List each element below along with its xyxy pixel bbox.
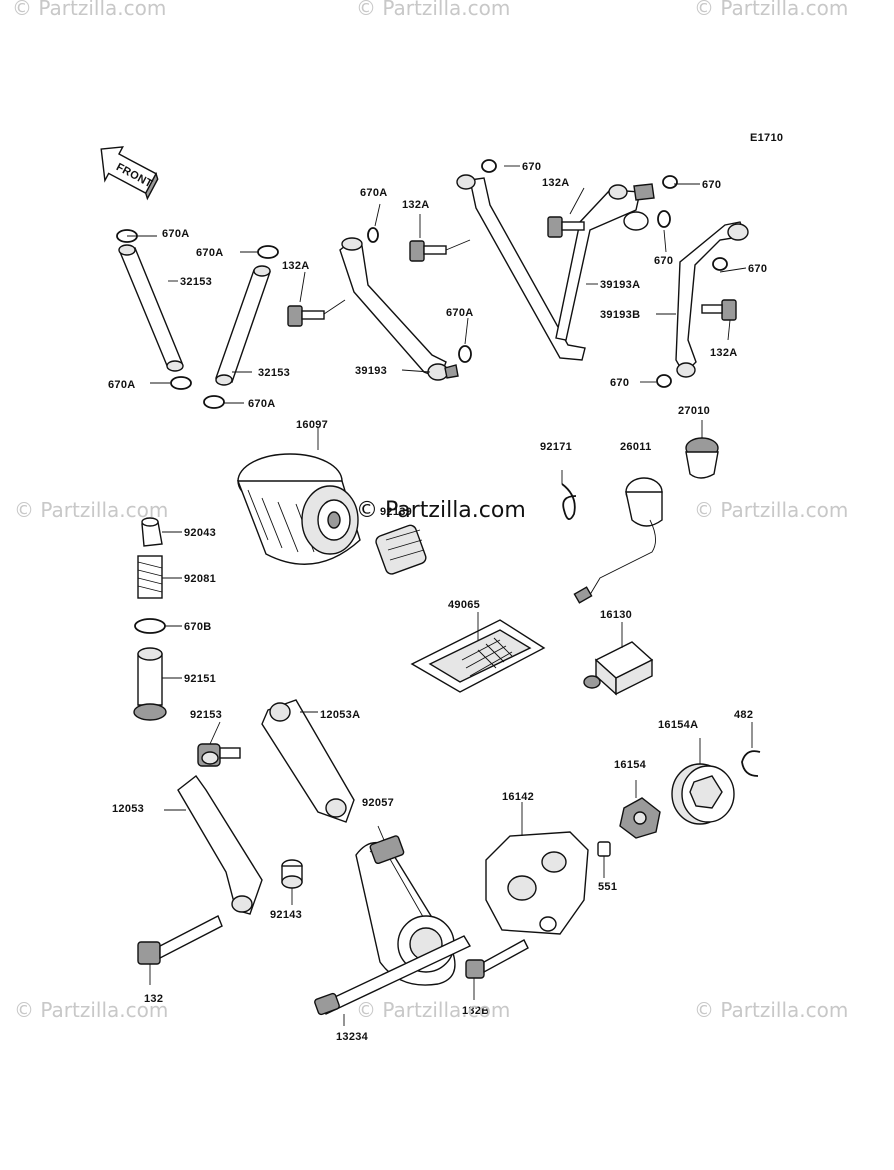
- part-label[interactable]: 670: [610, 377, 629, 389]
- part-label[interactable]: 12053A: [320, 709, 360, 721]
- oil-pipe-right: [203, 245, 279, 409]
- part-label[interactable]: 670A: [196, 247, 224, 259]
- relief-spring: [375, 524, 427, 575]
- oil-screen: [410, 612, 546, 693]
- part-label[interactable]: 482: [734, 709, 753, 721]
- part-label[interactable]: 670B: [184, 621, 212, 633]
- chain-guide-upper: [197, 699, 355, 823]
- oil-pipe-left: [116, 229, 192, 390]
- part-label[interactable]: 39193A: [600, 279, 640, 291]
- part-label[interactable]: 27010: [678, 405, 710, 417]
- part-label[interactable]: 92153: [190, 709, 222, 721]
- part-label[interactable]: 12053: [112, 803, 144, 815]
- part-label[interactable]: 132A: [282, 260, 310, 272]
- pin-551: [597, 841, 611, 878]
- watermark: © Partzilla.com: [356, 998, 511, 1022]
- part-label[interactable]: 132: [144, 993, 163, 1005]
- watermark-center: © Partzilla.com: [356, 498, 526, 523]
- chain-guide-lower: [164, 774, 263, 915]
- part-label[interactable]: 670A: [248, 398, 276, 410]
- part-label[interactable]: 39193B: [600, 309, 640, 321]
- oil-filter: [236, 428, 361, 565]
- part-label[interactable]: 670A: [360, 187, 388, 199]
- part-label[interactable]: 16142: [502, 791, 534, 803]
- part-label[interactable]: 13234: [336, 1031, 369, 1043]
- watermark: © Partzilla.com: [694, 498, 849, 522]
- pump-sprocket-shaft: [314, 915, 471, 1026]
- part-label[interactable]: 551: [598, 881, 617, 893]
- part-label[interactable]: 132B: [462, 1005, 490, 1017]
- oil-temp-sensor: [561, 420, 719, 604]
- oil-pump-body: [485, 802, 589, 935]
- part-label[interactable]: 670A: [108, 379, 136, 391]
- oil-pipe-39193B: [656, 221, 749, 388]
- part-label[interactable]: 32153: [258, 367, 290, 379]
- part-label[interactable]: 92081: [184, 573, 216, 585]
- watermark: © Partzilla.com: [356, 0, 511, 20]
- part-label[interactable]: 132A: [542, 177, 570, 189]
- watermark: © Partzilla.com: [694, 998, 849, 1022]
- oil-pipe-39193A: [456, 159, 678, 361]
- part-label[interactable]: 39193: [355, 365, 387, 377]
- watermark: © Partzilla.com: [14, 998, 169, 1022]
- part-label[interactable]: 16097: [296, 419, 328, 431]
- bolt-132B: [465, 939, 529, 1000]
- part-label[interactable]: 132A: [402, 199, 430, 211]
- part-label[interactable]: 670: [654, 255, 673, 267]
- relief-valve-assembly: [133, 517, 182, 721]
- collar-92143: [281, 859, 303, 905]
- part-label[interactable]: 92151: [184, 673, 216, 685]
- part-label[interactable]: 670: [522, 161, 541, 173]
- inner-rotor: [619, 780, 661, 839]
- diagram-code: E1710: [750, 132, 783, 144]
- front-arrow-icon: FRONT: [100, 146, 159, 201]
- part-label[interactable]: 670A: [446, 307, 474, 319]
- circlip-482: [741, 722, 761, 777]
- part-label[interactable]: 670: [702, 179, 721, 191]
- part-label[interactable]: 670: [748, 263, 767, 275]
- part-label[interactable]: 26011: [620, 441, 651, 453]
- leader-lines: [299, 165, 747, 383]
- watermark: © Partzilla.com: [694, 0, 849, 20]
- part-label[interactable]: 132A: [710, 347, 738, 359]
- bolt-132: [137, 915, 223, 985]
- part-label[interactable]: 92057: [362, 797, 394, 809]
- part-label[interactable]: 92171: [540, 441, 572, 453]
- part-label[interactable]: 92143: [270, 909, 302, 921]
- watermark: © Partzilla.com: [12, 0, 167, 20]
- oil-fitting: [583, 622, 654, 696]
- part-label[interactable]: 49065: [448, 599, 480, 611]
- part-label[interactable]: 16154: [614, 759, 647, 771]
- part-label[interactable]: 16154A: [658, 719, 698, 731]
- part-label[interactable]: 16130: [600, 609, 632, 621]
- oil-pipe-39193: [287, 227, 472, 381]
- part-label[interactable]: 670A: [162, 228, 190, 240]
- part-label[interactable]: 92139: [380, 506, 412, 518]
- outer-rotor: [671, 738, 735, 825]
- part-label[interactable]: 32153: [180, 276, 212, 288]
- watermark: © Partzilla.com: [14, 498, 169, 522]
- part-label[interactable]: 92043: [184, 527, 216, 539]
